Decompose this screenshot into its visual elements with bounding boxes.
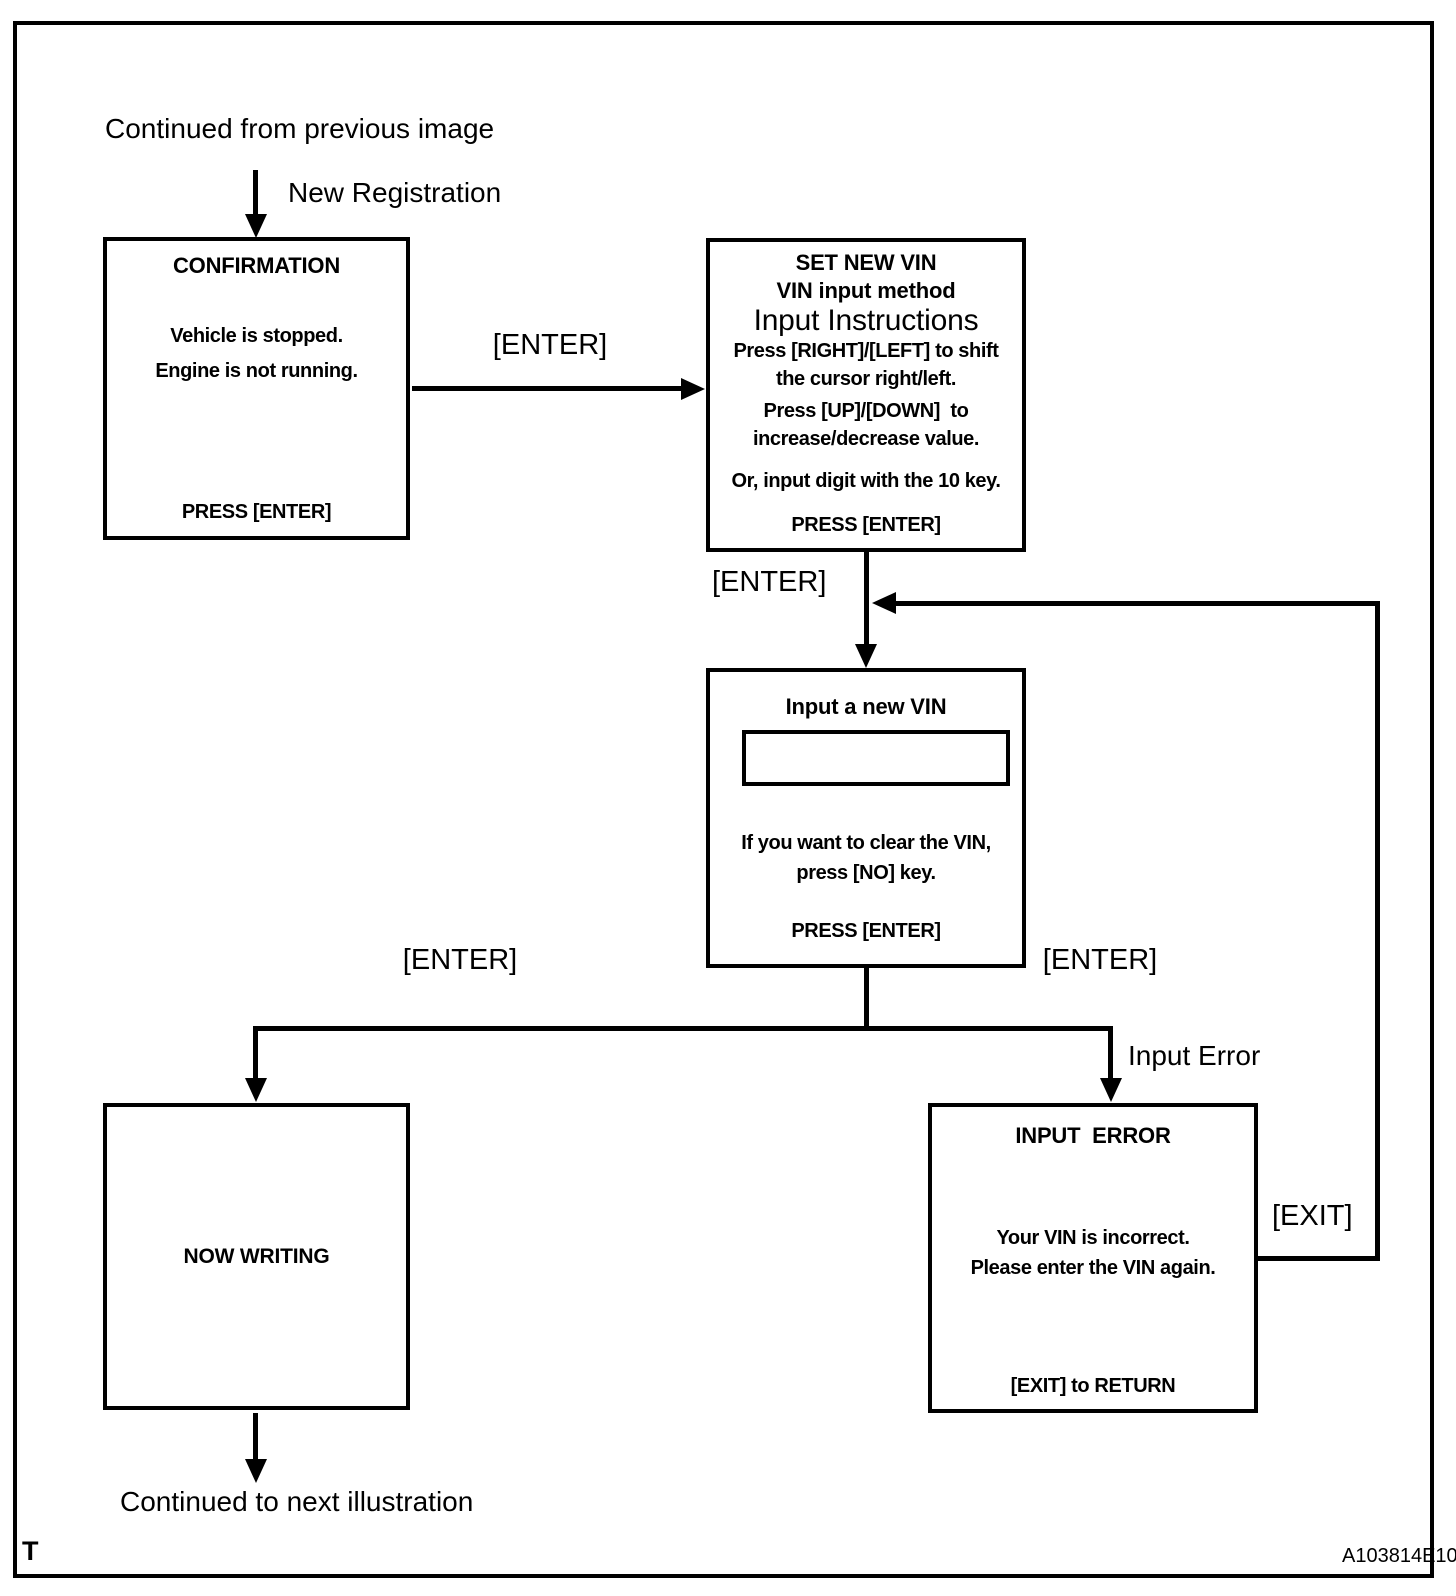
input-error-box: INPUT ERROR Your VIN is incorrect. Pleas…: [928, 1103, 1258, 1413]
vin-input-field: [742, 730, 1010, 786]
input-error-footer: [EXIT] to RETURN: [1010, 1375, 1176, 1397]
now-writing-title: NOW WRITING: [183, 1244, 330, 1268]
figure-code: A103814E10: [1342, 1545, 1456, 1567]
enter-label-1: [ENTER]: [492, 329, 608, 361]
page-border: [13, 21, 1434, 1578]
input-vin-note1: If you want to clear the VIN,: [741, 832, 991, 854]
now-writing-box: NOW WRITING: [103, 1103, 410, 1410]
input-error-line2: Please enter the VIN again.: [970, 1257, 1216, 1279]
branch-horizontal-line: [253, 1026, 1113, 1031]
branch-stem-line: [864, 968, 869, 1028]
feedback-line-bottom: [1258, 1256, 1380, 1261]
input-error-title: INPUT ERROR: [1015, 1123, 1171, 1148]
continued-from-note: Continued from previous image: [105, 113, 495, 144]
input-vin-title: Input a new VIN: [785, 694, 947, 719]
enter-label-2: [ENTER]: [712, 566, 827, 598]
enter-label-right: [ENTER]: [1042, 944, 1158, 976]
corner-letter: T: [22, 1536, 39, 1566]
arrow-confirm-to-vin-head-icon: [681, 378, 705, 400]
branch-right-head-icon: [1100, 1078, 1122, 1102]
arrow-vin-to-input-line: [864, 552, 869, 646]
feedback-line-top: [894, 601, 1380, 606]
set-new-vin-inst3: Or, input digit with the 10 key.: [731, 470, 1001, 492]
branch-right-line: [1108, 1026, 1113, 1080]
set-new-vin-box: SET NEW VIN VIN input method Input Instr…: [706, 238, 1026, 552]
new-registration-label: New Registration: [288, 177, 502, 208]
exit-arrow-line: [253, 1413, 258, 1461]
set-new-vin-footer: PRESS [ENTER]: [791, 514, 941, 536]
input-vin-footer: PRESS [ENTER]: [791, 920, 941, 942]
entry-arrow-head-icon: [245, 214, 267, 238]
arrow-confirm-to-vin-line: [412, 386, 682, 391]
set-new-vin-inst2b: increase/decrease value.: [752, 428, 980, 450]
confirmation-title: CONFIRMATION: [172, 253, 341, 278]
arrow-vin-to-input-head-icon: [855, 644, 877, 668]
input-error-label: Input Error: [1128, 1040, 1261, 1071]
set-new-vin-title: SET NEW VIN: [795, 250, 937, 275]
enter-label-left: [ENTER]: [402, 944, 518, 976]
set-new-vin-heading: Input Instructions: [753, 304, 979, 337]
confirmation-box: CONFIRMATION Vehicle is stopped. Engine …: [103, 237, 410, 540]
exit-label: [EXIT]: [1272, 1200, 1353, 1232]
confirmation-line1: Vehicle is stopped.: [170, 325, 343, 347]
confirmation-line2: Engine is not running.: [155, 360, 358, 382]
branch-left-line: [253, 1026, 258, 1080]
exit-arrow-head-icon: [245, 1459, 267, 1483]
input-error-line1: Your VIN is incorrect.: [996, 1227, 1190, 1249]
input-vin-box: Input a new VIN If you want to clear the…: [706, 668, 1026, 968]
set-new-vin-inst1b: the cursor right/left.: [775, 368, 957, 390]
feedback-arrow-head-icon: [872, 592, 896, 614]
set-new-vin-inst2a: Press [UP]/[DOWN] to: [763, 400, 969, 422]
entry-arrow-line: [253, 170, 258, 216]
branch-left-head-icon: [245, 1078, 267, 1102]
feedback-line-right: [1375, 601, 1380, 1261]
continued-to-note: Continued to next illustration: [120, 1486, 474, 1517]
set-new-vin-subtitle: VIN input method: [776, 278, 956, 303]
confirmation-footer: PRESS [ENTER]: [181, 501, 332, 523]
input-vin-note2: press [NO] key.: [796, 862, 936, 884]
set-new-vin-inst1a: Press [RIGHT]/[LEFT] to shift: [733, 340, 999, 362]
